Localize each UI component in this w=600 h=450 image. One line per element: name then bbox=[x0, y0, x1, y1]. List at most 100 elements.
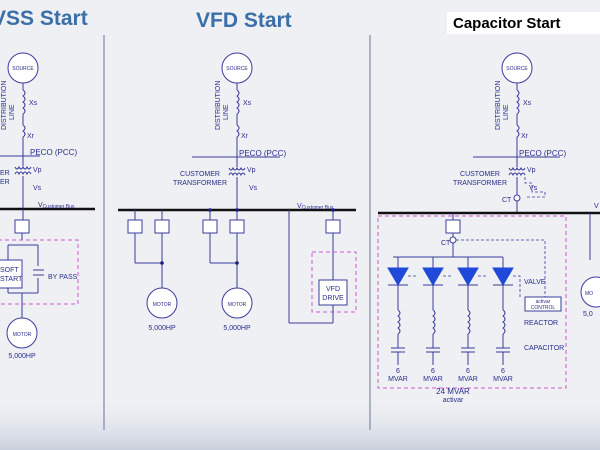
motor-hp-label: 5,000HP bbox=[223, 325, 251, 332]
customer-transformer-label-1: CUSTOMER bbox=[180, 171, 220, 178]
right-partial-v: V bbox=[594, 203, 599, 210]
breaker-box bbox=[202, 219, 218, 234]
thyristor-valve-icon bbox=[387, 267, 409, 286]
motor-symbol bbox=[6, 317, 38, 349]
source-label: SOURCE bbox=[12, 66, 34, 72]
source-label: SOURCE bbox=[226, 66, 248, 72]
thyristor-valve-icon bbox=[422, 267, 444, 286]
breaker-box bbox=[14, 219, 30, 234]
title-vss-start: VSS Start bbox=[0, 7, 88, 30]
xs-label: Xs bbox=[243, 100, 252, 107]
customer-transformer-label-2: TRANSFORMER bbox=[173, 180, 227, 187]
xs-label: Xs bbox=[29, 100, 38, 107]
customer-transformer-partial-2: ER bbox=[0, 179, 10, 186]
svg-text:DISTRIBUTION: DISTRIBUTION bbox=[215, 81, 222, 130]
activar-brand-label: activar bbox=[443, 397, 464, 404]
right-partial-hp: 5,0 bbox=[583, 311, 593, 318]
capacitor-branch-2: 6 MVAR bbox=[422, 257, 444, 383]
total-rating-label: 24 MVAR bbox=[436, 387, 470, 396]
xr-label: Xr bbox=[241, 133, 249, 140]
breaker-box bbox=[154, 219, 170, 234]
customer-transformer-partial-1: ER bbox=[0, 170, 10, 177]
motor-label: MOTOR bbox=[228, 302, 247, 308]
capacitor-branch-1: 6 MVAR bbox=[387, 257, 409, 383]
xr-inductor bbox=[22, 124, 26, 138]
svg-text:DISTRIBUTION: DISTRIBUTION bbox=[495, 81, 502, 130]
vfd-drive-label-1: VFD bbox=[326, 286, 340, 293]
xs-inductor bbox=[516, 89, 520, 115]
bypass-label: BY PASS bbox=[48, 274, 78, 281]
cap-rating-2: 6 bbox=[431, 368, 435, 375]
v-customer-bus-label: VCustomer Bus bbox=[38, 202, 75, 210]
distribution-line-label: DISTRIBUTION LINE bbox=[215, 81, 230, 130]
soft-start-dashed-group bbox=[0, 239, 79, 305]
vp-label: Vp bbox=[527, 167, 536, 174]
vs-label: Vs bbox=[529, 185, 538, 192]
breaker-box bbox=[445, 219, 461, 234]
distribution-line-label: DISTRIBUTION LINE bbox=[495, 81, 510, 130]
cap-rating-1: 6 bbox=[396, 368, 400, 375]
thyristor-valve-icon bbox=[492, 267, 514, 286]
transformer-primary bbox=[508, 166, 526, 171]
breaker-box bbox=[229, 219, 245, 234]
vp-label: Vp bbox=[247, 167, 256, 174]
ct-symbol bbox=[449, 236, 457, 244]
vfd-drive-label-2: DRIVE bbox=[322, 295, 344, 302]
vfd-drive-box bbox=[318, 279, 348, 306]
xr-inductor bbox=[236, 124, 240, 138]
cap-rating-4: 6 bbox=[501, 368, 505, 375]
right-partial-motor: MO bbox=[585, 291, 593, 297]
vfd-dashed-group bbox=[311, 251, 357, 313]
peco-label: PECO (PCC) bbox=[30, 148, 77, 157]
motor-label: MOTOR bbox=[153, 302, 172, 308]
transformer-primary bbox=[228, 166, 246, 171]
vss-section: SOURCE Xs Xr DISTRIBUTION LINE PECO (PCC… bbox=[0, 52, 95, 360]
peco-label: PECO (PCC) bbox=[239, 149, 286, 158]
soft-start-label-1: SOFT bbox=[0, 267, 19, 274]
xr-label: Xr bbox=[27, 133, 35, 140]
svg-text:LINE: LINE bbox=[503, 104, 510, 120]
activar-control-label-1: activar bbox=[536, 299, 551, 305]
peco-label: PECO (PCC) bbox=[519, 149, 566, 158]
reactor-label: REACTOR bbox=[524, 320, 558, 327]
thyristor-valve-icon bbox=[457, 267, 479, 286]
title-capacitor-box bbox=[447, 12, 600, 34]
capacitor-section: SOURCE Xs Xr DISTRIBUTION LINE PECO (PCC… bbox=[377, 52, 600, 404]
vp-label: Vp bbox=[33, 167, 42, 174]
distribution-line-label: DISTRIBUTION LINE bbox=[1, 81, 16, 130]
motor-symbol bbox=[146, 287, 178, 319]
xs-inductor bbox=[236, 89, 240, 115]
motor-hp-label: 5,000HP bbox=[8, 353, 36, 360]
vfd-section: SOURCE Xs Xr DISTRIBUTION LINE PECO (PCC… bbox=[118, 52, 357, 332]
xs-inductor bbox=[22, 89, 26, 115]
motor-label: MOTOR bbox=[13, 332, 32, 338]
svg-text:DISTRIBUTION: DISTRIBUTION bbox=[1, 81, 8, 130]
soft-start-label-2: START bbox=[0, 276, 23, 283]
customer-transformer-label-2: TRANSFORMER bbox=[453, 180, 507, 187]
ct-label: CT bbox=[441, 240, 451, 247]
transformer-primary bbox=[14, 165, 32, 170]
activar-dashed-group bbox=[377, 215, 567, 389]
activar-control-box bbox=[524, 296, 562, 312]
vs-label: Vs bbox=[33, 185, 42, 192]
breaker-box bbox=[127, 219, 143, 234]
soft-start-box bbox=[0, 259, 23, 289]
breaker-box bbox=[325, 219, 341, 234]
ct-label-top: CT bbox=[502, 197, 512, 204]
v-customer-bus-label: VCustomer Bus bbox=[297, 203, 334, 211]
motor-hp-label: 5,000HP bbox=[148, 325, 176, 332]
cap-rating-unit-2: MVAR bbox=[423, 376, 443, 383]
motor-symbol bbox=[221, 287, 253, 319]
source-label: SOURCE bbox=[506, 66, 528, 72]
xs-label: Xs bbox=[523, 100, 532, 107]
cap-rating-unit-3: MVAR bbox=[458, 376, 478, 383]
xr-label: Xr bbox=[521, 133, 529, 140]
cap-rating-unit-1: MVAR bbox=[388, 376, 408, 383]
valve-label: VALVE bbox=[524, 279, 546, 286]
title-vfd-start: VFD Start bbox=[196, 9, 292, 32]
vs-label: Vs bbox=[249, 185, 258, 192]
svg-text:LINE: LINE bbox=[9, 104, 16, 120]
motor-symbol-partial bbox=[580, 276, 600, 308]
xr-inductor bbox=[516, 124, 520, 138]
